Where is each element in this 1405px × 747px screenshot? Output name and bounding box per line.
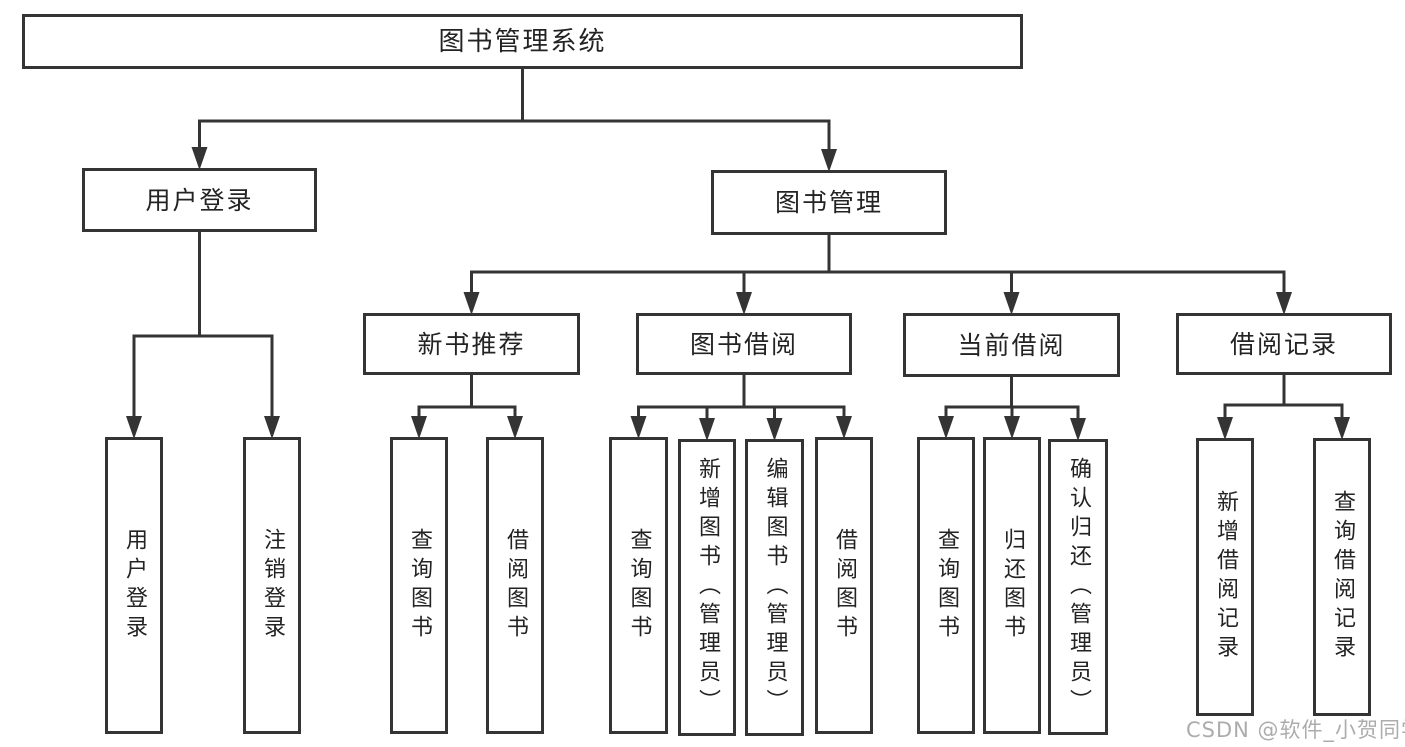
- node-label: 借阅图书: [503, 527, 528, 644]
- arrowhead-icon: [766, 418, 783, 441]
- node-leaf-query-books-3: 查询图书: [917, 437, 975, 734]
- arrowhead-icon: [821, 149, 837, 172]
- arrowhead-icon: [1003, 292, 1020, 315]
- node-leaf-borrow-books-1: 借阅图书: [486, 437, 544, 734]
- node-label: 借阅图书: [832, 527, 857, 644]
- watermark: CSDN @软件_小贺同学: [1186, 718, 1405, 742]
- node-leaf-confirm-return: 确认归还（管理员）: [1048, 439, 1108, 735]
- node-label: 当前借阅: [957, 330, 1066, 360]
- node-leaf-query-books-2: 查询图书: [609, 437, 668, 734]
- node-label: 查询图书: [934, 527, 959, 644]
- node-label: 确认归还（管理员）: [1066, 456, 1091, 718]
- arrowhead-icon: [1217, 417, 1233, 440]
- node-leaf-user-login: 用户登录: [105, 437, 163, 734]
- arrowhead-icon: [736, 292, 752, 315]
- arrowhead-icon: [938, 416, 954, 439]
- node-label: 新书推荐: [417, 329, 526, 359]
- node-label: 新增借阅记录: [1213, 490, 1238, 664]
- node-label: 查询借阅记录: [1330, 490, 1355, 664]
- arrowhead-icon: [507, 416, 523, 439]
- node-label: 注销登录: [260, 527, 285, 644]
- node-system: 图书管理系统: [22, 14, 1023, 69]
- arrowhead-icon: [1070, 418, 1086, 441]
- arrowhead-icon: [699, 418, 715, 441]
- node-label: 图书借阅: [689, 329, 798, 359]
- node-label: 编辑图书（管理员）: [762, 457, 788, 718]
- arrowhead-icon: [836, 416, 852, 439]
- arrowhead-icon: [1276, 292, 1292, 315]
- arrowhead-icon: [126, 416, 142, 439]
- node-label: 图书管理: [774, 188, 883, 217]
- arrowhead-icon: [264, 416, 280, 439]
- node-label: 查询图书: [626, 527, 652, 644]
- node-leaf-add-book: 新增图书（管理员）: [678, 439, 736, 736]
- node-book-borrowing: 图书借阅: [636, 313, 852, 375]
- node-borrowing-records: 借阅记录: [1176, 313, 1392, 375]
- node-label: 用户登录: [122, 527, 147, 644]
- node-current-borrowing: 当前借阅: [903, 313, 1120, 377]
- node-new-book-recommend: 新书推荐: [363, 313, 580, 375]
- node-label: 借阅记录: [1229, 329, 1338, 359]
- node-label: 归还图书: [1000, 527, 1025, 644]
- arrowhead-icon: [1334, 417, 1350, 440]
- node-label: 用户登录: [145, 185, 254, 215]
- arrowhead-icon: [1004, 416, 1020, 439]
- arrowhead-icon: [463, 292, 480, 315]
- node-label: 查询图书: [407, 527, 432, 644]
- node-user-login: 用户登录: [82, 168, 317, 232]
- node-leaf-return-book: 归还图书: [983, 437, 1041, 734]
- node-leaf-add-borrow-record: 新增借阅记录: [1196, 438, 1254, 716]
- node-leaf-borrow-books-2: 借阅图书: [815, 437, 873, 734]
- node-leaf-query-books-1: 查询图书: [390, 437, 448, 734]
- node-leaf-edit-book: 编辑图书（管理员）: [745, 439, 804, 736]
- arrowhead-icon: [191, 147, 208, 170]
- node-book-management: 图书管理: [711, 170, 947, 235]
- arrowhead-icon: [630, 416, 647, 439]
- node-label: 新增图书（管理员）: [695, 457, 720, 718]
- node-leaf-query-borrow-record: 查询借阅记录: [1313, 438, 1371, 716]
- node-leaf-logout: 注销登录: [243, 437, 301, 734]
- node-label: 图书管理系统: [438, 26, 607, 57]
- arrowhead-icon: [411, 416, 427, 439]
